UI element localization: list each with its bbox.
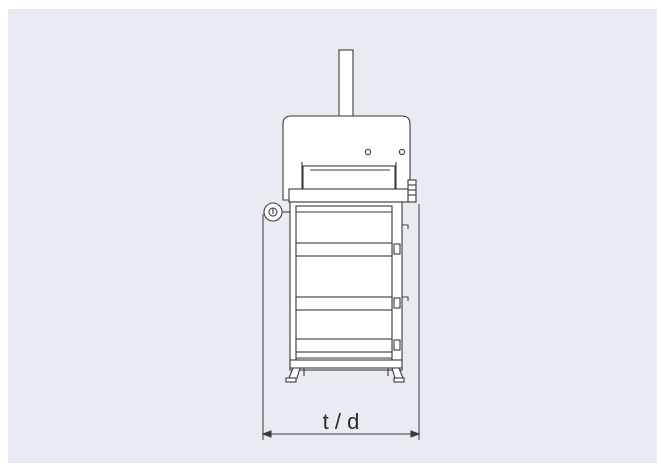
latch-1	[402, 224, 409, 229]
dimension-label: t / d	[323, 409, 360, 434]
dimension-arrow-right	[410, 430, 421, 438]
door-band-1	[295, 242, 393, 257]
hinge-2	[393, 297, 401, 309]
foot-right	[393, 377, 405, 383]
hinge-1	[393, 243, 401, 255]
foot-left	[285, 377, 297, 383]
dimension-arrow-left	[261, 430, 272, 438]
leg-left	[288, 367, 301, 379]
door-frame	[295, 205, 393, 363]
hinge-3	[393, 339, 401, 351]
top-beam	[288, 188, 409, 203]
ram-cylinder	[338, 49, 354, 117]
side-control-box	[407, 179, 417, 203]
base-plate	[289, 359, 403, 369]
housing-hole-left	[364, 148, 372, 156]
housing-hole-right	[398, 148, 406, 156]
door-band-3	[295, 338, 393, 353]
latch-2	[402, 296, 409, 301]
door-band-2	[295, 296, 393, 311]
